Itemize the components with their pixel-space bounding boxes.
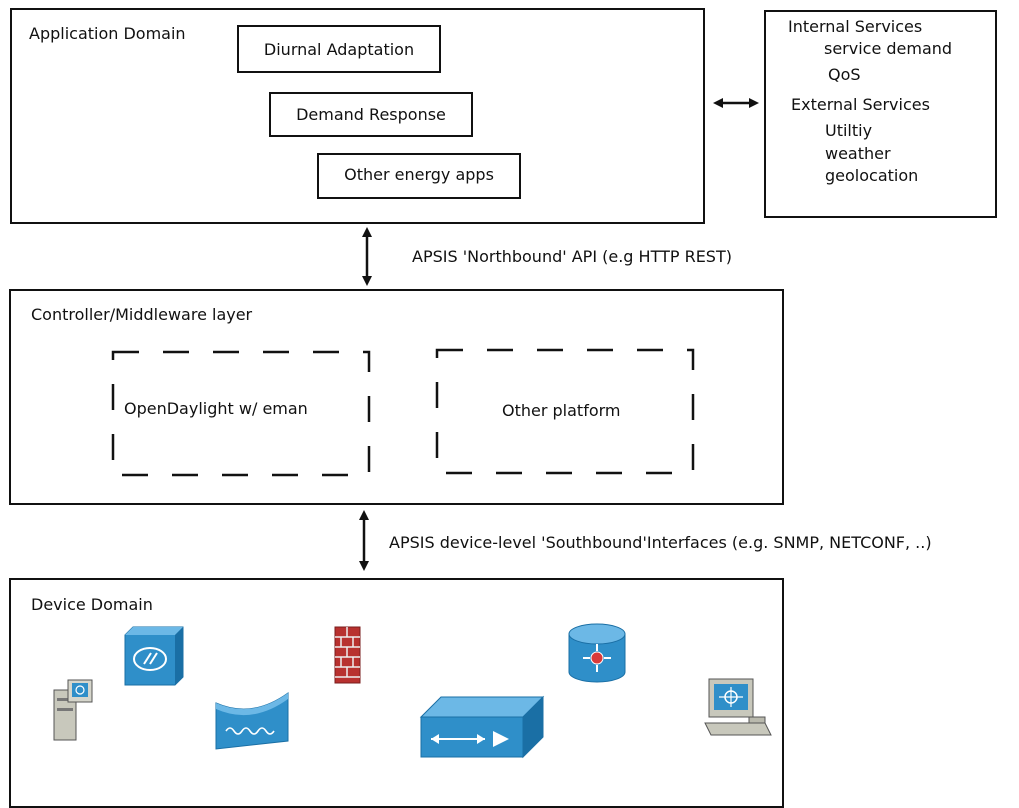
controller-layer-title: Controller/Middleware layer [31, 305, 253, 324]
southbound-interfaces-label: APSIS device-level 'Southbound'Interface… [389, 533, 932, 552]
controller-layer-box [9, 289, 784, 505]
external-services-title: External Services [791, 95, 930, 114]
platform-other-box [435, 348, 695, 475]
external-service-item: Utiltiy [825, 121, 873, 140]
internal-services-title: Internal Services [788, 17, 923, 36]
app-other-energy-apps: Other energy apps [317, 153, 521, 199]
internal-service-item: service demand [824, 39, 953, 58]
wan-optimizer-icon [215, 692, 289, 750]
diagram-graphics [53, 98, 772, 759]
content-switch-icon [419, 695, 545, 759]
router-icon [568, 623, 626, 683]
application-domain-box [10, 8, 705, 224]
firewall-icon [334, 626, 361, 684]
server-icon [53, 679, 93, 741]
app-diurnal-adaptation: Diurnal Adaptation [237, 25, 441, 73]
services-box [764, 10, 997, 218]
external-service-item: geolocation [825, 166, 919, 185]
device-domain-box [9, 578, 784, 808]
workstation-icon [704, 678, 772, 736]
app-demand-response: Demand Response [269, 92, 473, 137]
device-domain-title: Device Domain [31, 595, 153, 614]
internal-service-item: QoS [828, 65, 861, 84]
switch-icon [124, 626, 184, 686]
platform-opendaylight-box [111, 350, 371, 477]
platform-opendaylight-label: OpenDaylight w/ eman [124, 399, 308, 418]
application-domain-title: Application Domain [29, 24, 186, 43]
northbound-api-label: APSIS 'Northbound' API (e.g HTTP REST) [412, 247, 732, 266]
platform-other-label: Other platform [502, 401, 621, 420]
external-service-item: weather [825, 144, 891, 163]
